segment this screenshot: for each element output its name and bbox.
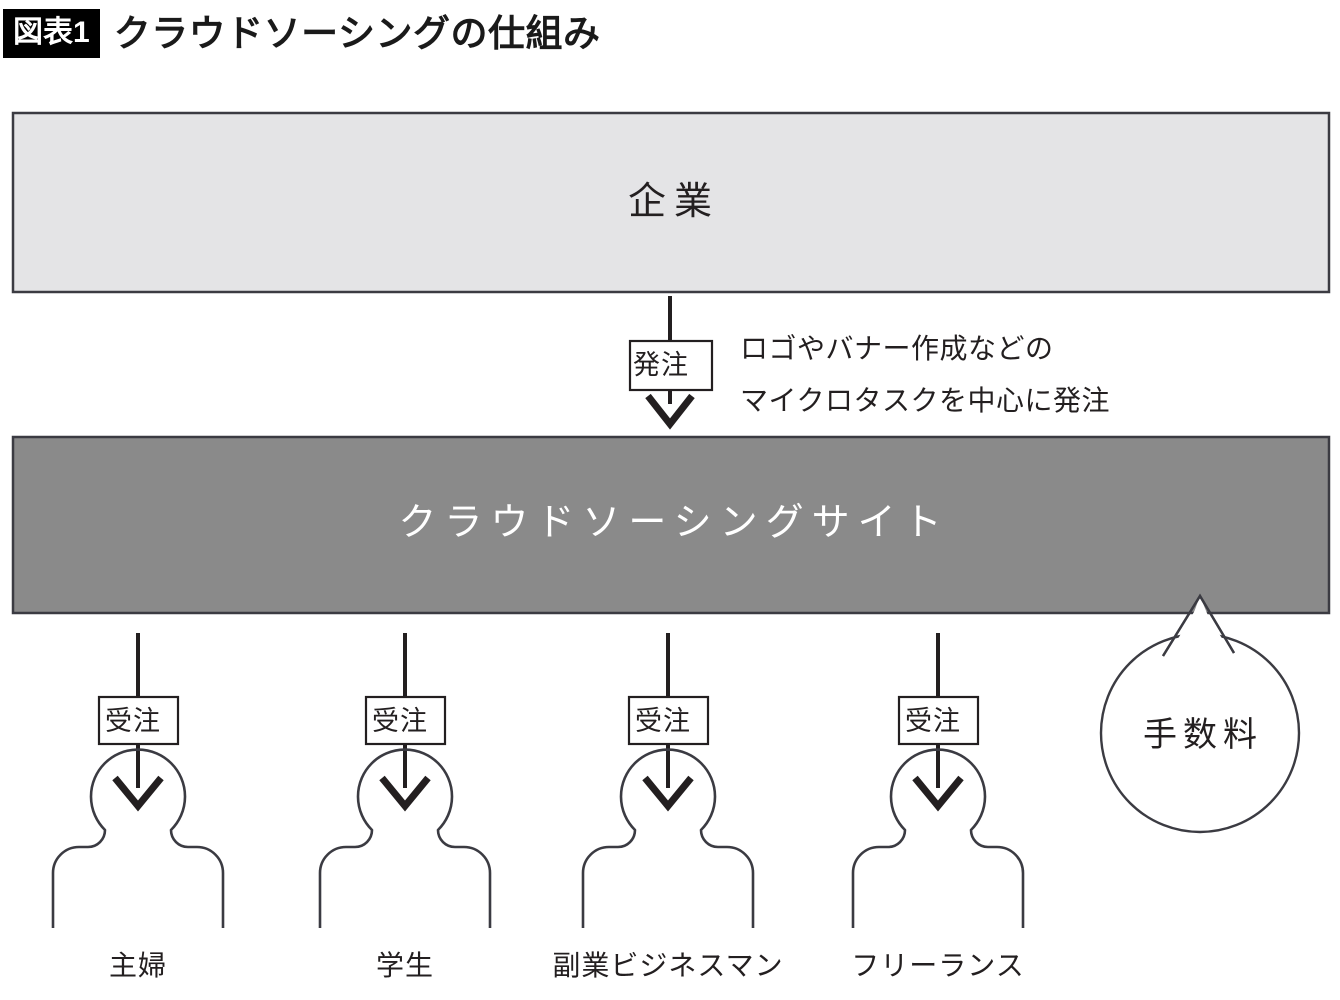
fee-balloon [1099,593,1301,834]
person-icon-4 [851,748,1025,928]
worker-label-3: 副業ビジネスマン [552,950,784,981]
worker-label-2: 学生 [375,950,434,981]
fee-balloon-tail-mask [1170,602,1229,652]
figure-title: クラウドソーシングの仕組み [113,12,601,54]
order-annotation-line-2: マイクロタスクを中心に発注 [740,385,1110,416]
worker-flow-1 [51,633,225,928]
figure-header: 図表1 クラウドソーシングの仕組み [0,0,1340,66]
platform-box [11,435,1331,615]
worker-flow-4 [851,633,1025,928]
worker-tag-box-4 [897,695,980,746]
person-icon-3 [581,748,755,928]
enterprise-box [11,111,1331,294]
fee-balloon-tail-edges [1161,593,1236,657]
person-icon-1 [51,748,225,928]
fee-label: 手数料 [1143,716,1263,754]
platform-label: クラウドソーシングサイト [398,502,950,544]
worker-flow-2 [318,633,492,928]
worker-arrow-head-icon-3 [642,775,694,812]
worker-flow-3 [581,633,755,928]
worker-tag-label-3: 受注 [635,706,691,736]
enterprise-label: 企業 [627,181,720,223]
worker-arrow-head-icon-4 [912,775,964,812]
order-tag-label: 発注 [633,350,689,380]
worker-label-4: フリーランス [851,950,1025,981]
person-icon-2 [318,748,492,928]
figure-number-badge: 図表1 [3,8,100,58]
worker-tag-box-1 [97,695,180,746]
worker-tag-box-2 [364,695,447,746]
order-annotation-line-1: ロゴやバナー作成などの [740,333,1054,364]
order-tag-box [628,339,714,392]
worker-tag-label-1: 受注 [105,706,161,736]
order-arrow-head-icon [645,393,695,430]
worker-tag-box-3 [627,695,710,746]
worker-tag-label-2: 受注 [372,706,428,736]
worker-arrow-head-icon-2 [379,775,431,812]
worker-tag-label-4: 受注 [905,706,961,736]
worker-label-1: 主婦 [108,950,167,981]
worker-arrow-head-icon-1 [112,775,164,812]
